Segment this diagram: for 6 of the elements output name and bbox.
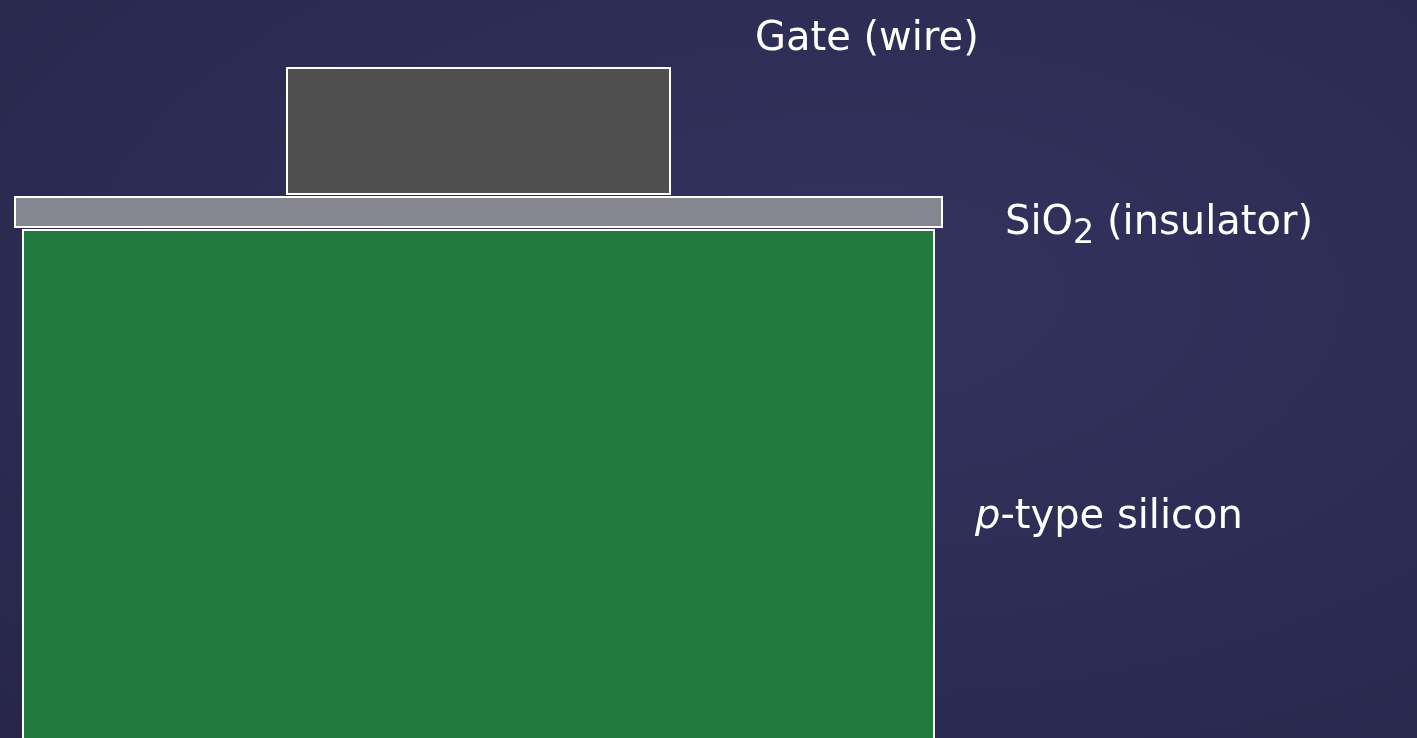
oxide-layer	[14, 196, 943, 228]
layer-label: Gate (wire)	[755, 12, 979, 60]
silicon-substrate	[22, 229, 935, 738]
layer-label: SiO$_{2}$ (insulator)	[1005, 196, 1314, 252]
gate-layer	[286, 67, 671, 195]
layer-label: p-type silicon	[975, 490, 1243, 538]
